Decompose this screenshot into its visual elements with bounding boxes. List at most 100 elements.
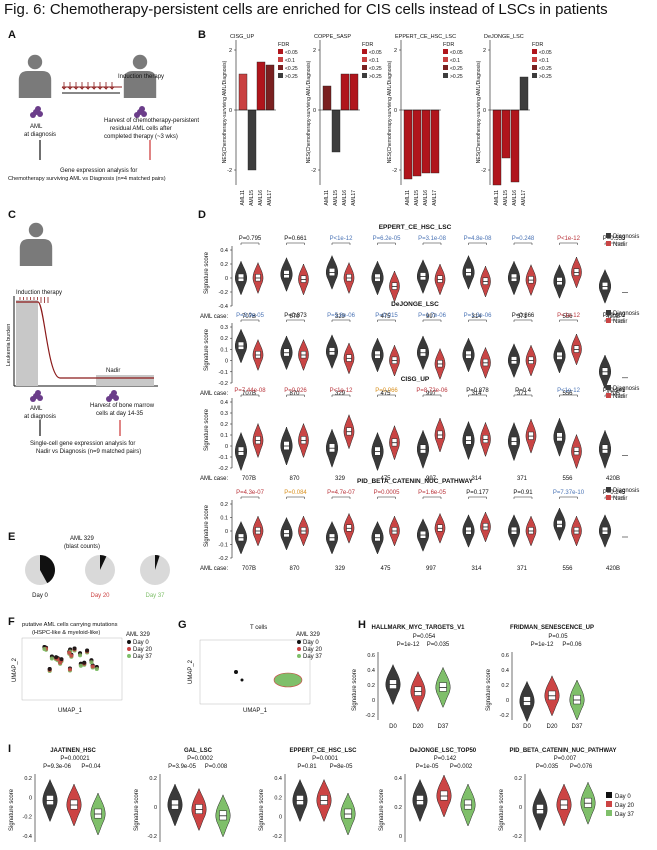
nes-bar bbox=[519, 76, 529, 111]
case-label: 997 bbox=[426, 476, 437, 482]
signature-tick-label: 0 bbox=[225, 359, 228, 365]
umap-f-legend-label: Day 20 bbox=[133, 647, 153, 653]
analysis-label-1: Single-cell gene expression analysis for bbox=[30, 441, 135, 447]
signature-tick-label: 0.2 bbox=[220, 422, 228, 428]
therapy-arrow bbox=[97, 82, 103, 90]
day-legend-swatch bbox=[606, 810, 612, 816]
signature-tick-label: 0.1 bbox=[220, 516, 228, 522]
nes-sample-label: AML17 bbox=[351, 190, 357, 206]
umap-f-point bbox=[89, 660, 94, 665]
day-tick-label: -0.2 bbox=[148, 834, 157, 840]
case-label: 371 bbox=[517, 476, 528, 482]
case-label: 556 bbox=[562, 391, 573, 397]
burden-curve bbox=[16, 301, 154, 379]
pie-slice bbox=[40, 555, 55, 584]
cell-icon bbox=[134, 106, 147, 118]
day-tick-label: -0.2 bbox=[273, 834, 282, 840]
day-legend-label: Day 20 bbox=[615, 803, 635, 809]
p-bracket bbox=[513, 394, 533, 397]
case-label: 870 bbox=[289, 314, 300, 320]
day-chart-title: DeJONGE_LSC_TOP50 bbox=[410, 748, 477, 754]
p-value-1: P=1e-05 bbox=[416, 764, 440, 770]
signature-title: DeJONGE_LSC bbox=[391, 301, 439, 308]
day-tick-label: 0.2 bbox=[514, 776, 522, 782]
day-tick-label: 0.2 bbox=[501, 683, 509, 689]
p-value-top: P=0.054 bbox=[413, 634, 436, 640]
person-body bbox=[19, 239, 53, 266]
person-head bbox=[28, 222, 44, 238]
box-iqr bbox=[416, 795, 424, 805]
panel-letter: F bbox=[8, 616, 15, 628]
therapy-arrow bbox=[103, 82, 109, 90]
p-bracket bbox=[240, 319, 260, 322]
panel-letter: D bbox=[198, 209, 206, 221]
cell-dot bbox=[30, 112, 36, 118]
signature-title: EPPERT_CE_HSC_LSC bbox=[379, 224, 452, 231]
day-tick-label: -0.2 bbox=[23, 815, 32, 821]
nes-tick-label: 0 bbox=[229, 108, 232, 114]
fdr-legend-item: <0.1 bbox=[450, 58, 460, 64]
day-tick-label: -0.2 bbox=[366, 713, 375, 719]
p-value-2: P=0.008 bbox=[205, 764, 228, 770]
box-iqr bbox=[171, 799, 179, 810]
nes-bar bbox=[238, 73, 248, 111]
p-value-top: P=0.007 bbox=[554, 756, 577, 762]
p-bracket bbox=[468, 242, 487, 245]
box-iqr bbox=[46, 795, 54, 805]
day-tick-label: -0.2 bbox=[513, 834, 522, 840]
nes-sample-label: AML17 bbox=[267, 190, 273, 206]
day-tick-label: 0.2 bbox=[24, 776, 32, 782]
aml-label: AML bbox=[30, 124, 43, 130]
umap-f-point bbox=[42, 647, 47, 651]
umap-g-title: T cells bbox=[250, 625, 267, 631]
fdr-swatch bbox=[362, 49, 367, 54]
case-label: 556 bbox=[562, 476, 573, 482]
day-chart-title: PID_BETA_CATENIN_NUC_PATHWAY bbox=[509, 748, 616, 754]
p-bracket bbox=[559, 394, 578, 397]
legend-swatch bbox=[606, 241, 611, 246]
legend-label: Nadir bbox=[613, 242, 627, 248]
umap-f-xlabel: UMAP_1 bbox=[58, 708, 83, 714]
p-value: P=0.873 bbox=[284, 313, 307, 319]
cell-dot bbox=[35, 390, 41, 396]
fdr-legend-item: <0.1 bbox=[539, 58, 549, 64]
burden-ylabel: Leukemia burden bbox=[6, 324, 12, 367]
box-iqr bbox=[344, 808, 352, 819]
nes-bar bbox=[331, 109, 341, 153]
induction-therapy-label: Induction therapy bbox=[118, 74, 164, 80]
person-body bbox=[18, 71, 52, 98]
day-chart-title: GAL_LSC bbox=[184, 748, 213, 754]
fdr-swatch bbox=[443, 57, 448, 62]
p-bracket bbox=[513, 496, 533, 499]
p-bracket bbox=[331, 242, 351, 245]
case-axis-label: AML case: bbox=[200, 566, 228, 572]
nes-chart: COPPE_SASP20-2NES(Chemotherapy-surviving… bbox=[306, 34, 382, 206]
p-value: P=0.878 bbox=[466, 388, 489, 394]
nes-tick-label: 2 bbox=[483, 48, 486, 54]
cell-icon bbox=[106, 390, 119, 402]
p-value: P<1e-12 bbox=[557, 313, 581, 319]
harvest-label-2: residual AML cells after bbox=[110, 126, 172, 132]
harvest-label-3: completed therapy (~3 wks) bbox=[104, 134, 178, 140]
analysis-label-2: Chemotherapy surviving AML vs Diagnosis … bbox=[8, 176, 166, 182]
legend-label: Diagnosis bbox=[613, 234, 639, 240]
case-label: 707B bbox=[242, 476, 256, 482]
day-tick-label: -0.4 bbox=[23, 834, 32, 840]
nes-sample-label: AML11 bbox=[405, 190, 411, 206]
nes-sample-label: AML11 bbox=[240, 190, 246, 206]
fdr-swatch bbox=[278, 65, 283, 70]
p-bracket bbox=[240, 394, 260, 397]
fdr-swatch bbox=[532, 73, 537, 78]
signature-ylabel: Signature score bbox=[204, 328, 210, 371]
nes-sample-label: AML15 bbox=[503, 190, 509, 206]
case-label: 314 bbox=[471, 476, 482, 482]
case-label: 329 bbox=[335, 476, 346, 482]
legend-swatch bbox=[606, 318, 611, 323]
p-value: P=3.9e-05 bbox=[236, 313, 265, 319]
p-value: P=3.1e-08 bbox=[418, 236, 447, 242]
nes-sample-label: AML16 bbox=[258, 190, 264, 206]
harvest-label-2: cells at day 14-35 bbox=[96, 411, 144, 417]
nes-sample-label: AML16 bbox=[512, 190, 518, 206]
day-tick-label: 0.2 bbox=[274, 795, 282, 801]
figure-title: Fig. 6: Chemotherapy-persistent cells ar… bbox=[4, 1, 608, 18]
